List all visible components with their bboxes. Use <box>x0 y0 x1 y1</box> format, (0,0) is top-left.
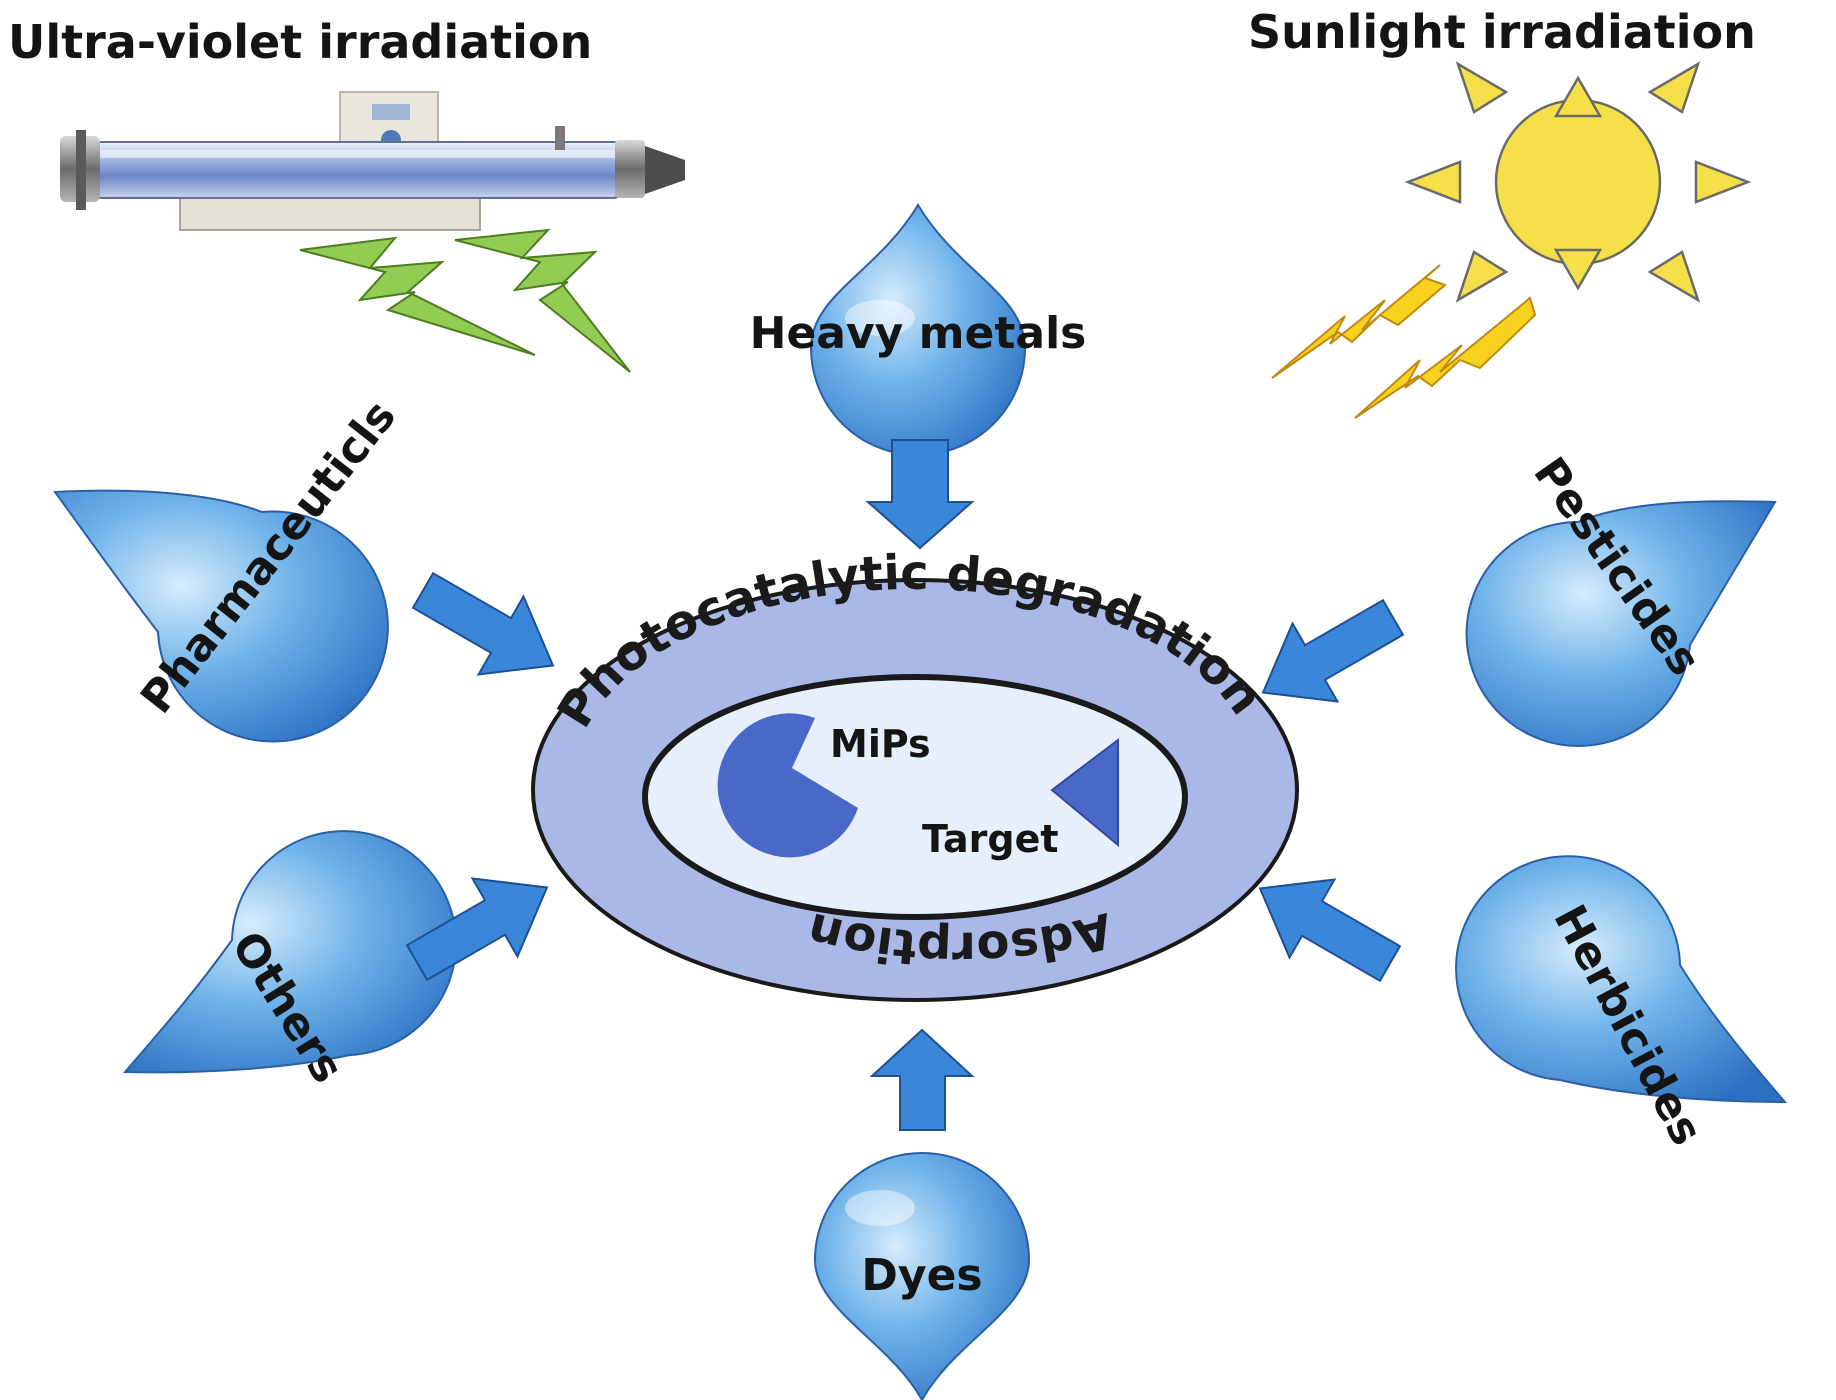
arrow-from-pesticides <box>1261 598 1405 703</box>
mips-label: MiPs <box>830 722 931 766</box>
uv-lamp-icon <box>60 91 685 231</box>
dyes-droplet <box>813 1152 1031 1400</box>
arrow-from-pharmaceuticals <box>411 571 555 676</box>
arrow-from-herbicides <box>1258 878 1402 983</box>
sun-icon <box>1404 61 1752 303</box>
target-shape <box>1050 737 1119 848</box>
arrow-from-heavy-metals <box>865 439 975 550</box>
uv-lightning-icon <box>299 228 631 373</box>
herbicides-droplet <box>1455 855 1788 1104</box>
sunlight-irradiation-heading: Sunlight irradiation <box>1248 5 1756 59</box>
target-label: Target <box>922 817 1059 861</box>
pesticides-droplet <box>1465 500 1777 747</box>
sun-lightning-icon <box>1271 264 1537 419</box>
heavy-metals-label: Heavy metals <box>750 308 1087 359</box>
uv-irradiation-heading: Ultra-violet irradiation <box>8 15 592 69</box>
others-droplet <box>122 830 457 1074</box>
mips-shape <box>717 713 858 858</box>
dyes-label: Dyes <box>861 1250 982 1301</box>
heavy-metals-droplet <box>809 203 1027 456</box>
arrow-from-others <box>405 877 549 982</box>
pharmaceuticals-droplet <box>53 489 389 743</box>
arrow-from-dyes <box>869 1028 975 1131</box>
